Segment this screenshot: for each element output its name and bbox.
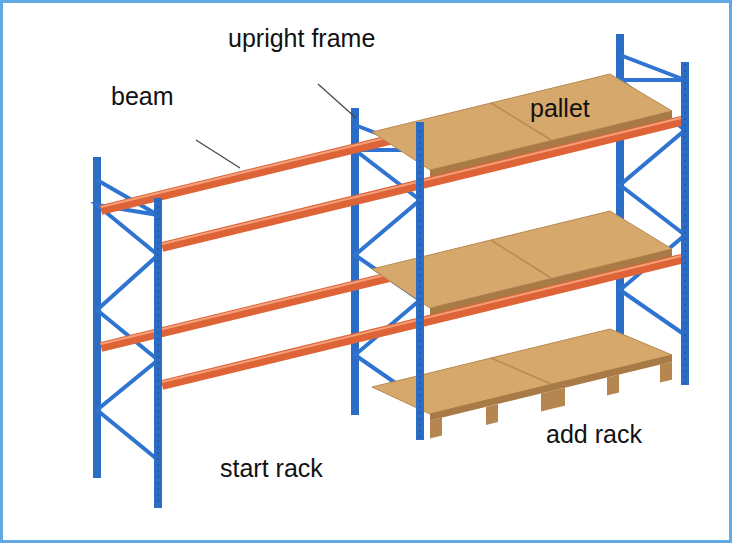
upright-post xyxy=(681,62,689,385)
post-holes xyxy=(158,200,159,506)
leader-lines xyxy=(196,84,356,168)
leader-line xyxy=(318,84,356,118)
pallet-face xyxy=(430,355,672,421)
frame-bracing xyxy=(97,55,685,460)
part-label: beam xyxy=(111,83,174,111)
post-holes xyxy=(685,64,686,383)
upright-post xyxy=(416,122,424,440)
part-label: start rack xyxy=(220,455,323,483)
post-holes xyxy=(420,124,421,438)
part-label: add rack xyxy=(546,421,642,449)
pallet-divider xyxy=(491,240,551,278)
part-label: pallet xyxy=(530,95,590,123)
back-beams xyxy=(101,81,620,347)
upright-post xyxy=(154,198,162,508)
pallet-divider xyxy=(491,358,551,384)
post-holes xyxy=(158,64,685,506)
pallet-block xyxy=(553,388,565,409)
label-layer: upright frame beam pallet add rack start rac… xyxy=(3,3,732,543)
pallet-block xyxy=(430,418,442,439)
pallet-block xyxy=(660,362,672,383)
pallet-block xyxy=(486,404,498,425)
pallet-block xyxy=(541,391,553,412)
front-posts xyxy=(158,62,685,508)
leader-line xyxy=(196,140,240,168)
bracing xyxy=(97,180,158,460)
part-label: upright frame xyxy=(228,25,375,53)
pallet-block xyxy=(607,375,619,396)
